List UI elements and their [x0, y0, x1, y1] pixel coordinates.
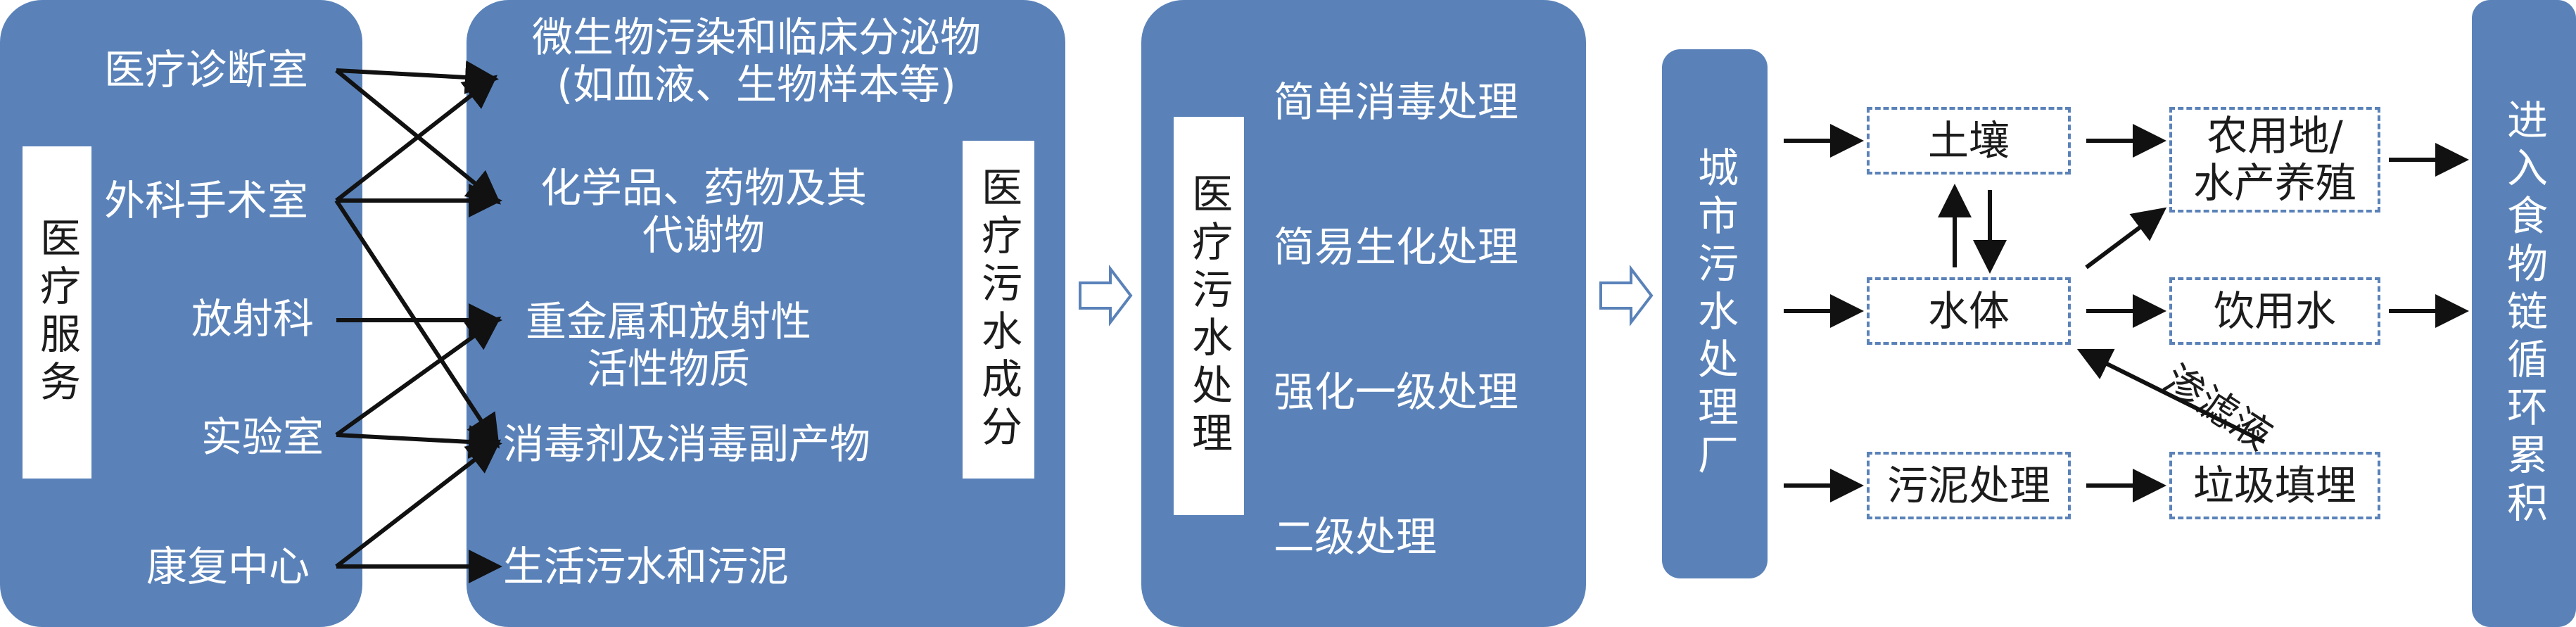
component-disinfectants: 消毒剂及消毒副产物	[503, 420, 871, 468]
source-laboratory: 实验室	[201, 413, 324, 461]
component-domestic-sewage: 生活污水和污泥	[503, 543, 789, 590]
food-chain-bar: 进入食物链循环累积	[2472, 0, 2576, 627]
food-chain-label: 进入食物链循环累积	[2500, 98, 2548, 529]
city-plant-label: 城市污水处理厂	[1691, 146, 1739, 481]
soil-box: 土壤	[1867, 107, 2071, 175]
city-plant-bar: 城市污水处理厂	[1662, 49, 1768, 578]
drink-box: 饮用水	[2169, 277, 2380, 345]
components-label: 医疗污水成分	[975, 166, 1022, 453]
component-microbial: 微生物污染和临床分泌物 (如血液、生物样本等)	[531, 13, 981, 108]
method-enhanced-primary: 强化一级处理	[1274, 368, 1519, 416]
arrow-water-agri	[2085, 207, 2167, 270]
method-secondary: 二级处理	[1274, 513, 1438, 561]
hollow-arrow-2	[1599, 265, 1654, 327]
components-label-box: 医疗污水成分	[963, 141, 1034, 479]
agri-box: 农用地/ 水产养殖	[2169, 107, 2380, 213]
treatment-label: 医疗污水处理	[1185, 172, 1233, 460]
component-heavy-metals: 重金属和放射性 活性物质	[525, 298, 811, 393]
medical-services-label-box: 医疗服务	[23, 146, 91, 479]
sludge-box: 污泥处理	[1867, 452, 2071, 519]
source-rehabilitation: 康复中心	[146, 543, 310, 590]
landfill-box: 垃圾填埋	[2169, 452, 2380, 519]
medical-services-label: 医疗服务	[33, 217, 81, 408]
source-surgery: 外科手术室	[104, 177, 309, 224]
source-diagnosis: 医疗诊断室	[104, 46, 309, 94]
source-radiology: 放射科	[191, 295, 315, 343]
hollow-arrow-1	[1079, 265, 1133, 327]
treatment-label-box: 医疗污水处理	[1174, 117, 1244, 515]
water-box: 水体	[1867, 277, 2071, 345]
method-simple-biochemical: 简易生化处理	[1274, 223, 1519, 271]
component-chemicals: 化学品、药物及其 代谢物	[540, 164, 867, 259]
method-simple-disinfection: 简单消毒处理	[1274, 78, 1519, 126]
leachate-label: 渗滤液	[2155, 356, 2280, 460]
